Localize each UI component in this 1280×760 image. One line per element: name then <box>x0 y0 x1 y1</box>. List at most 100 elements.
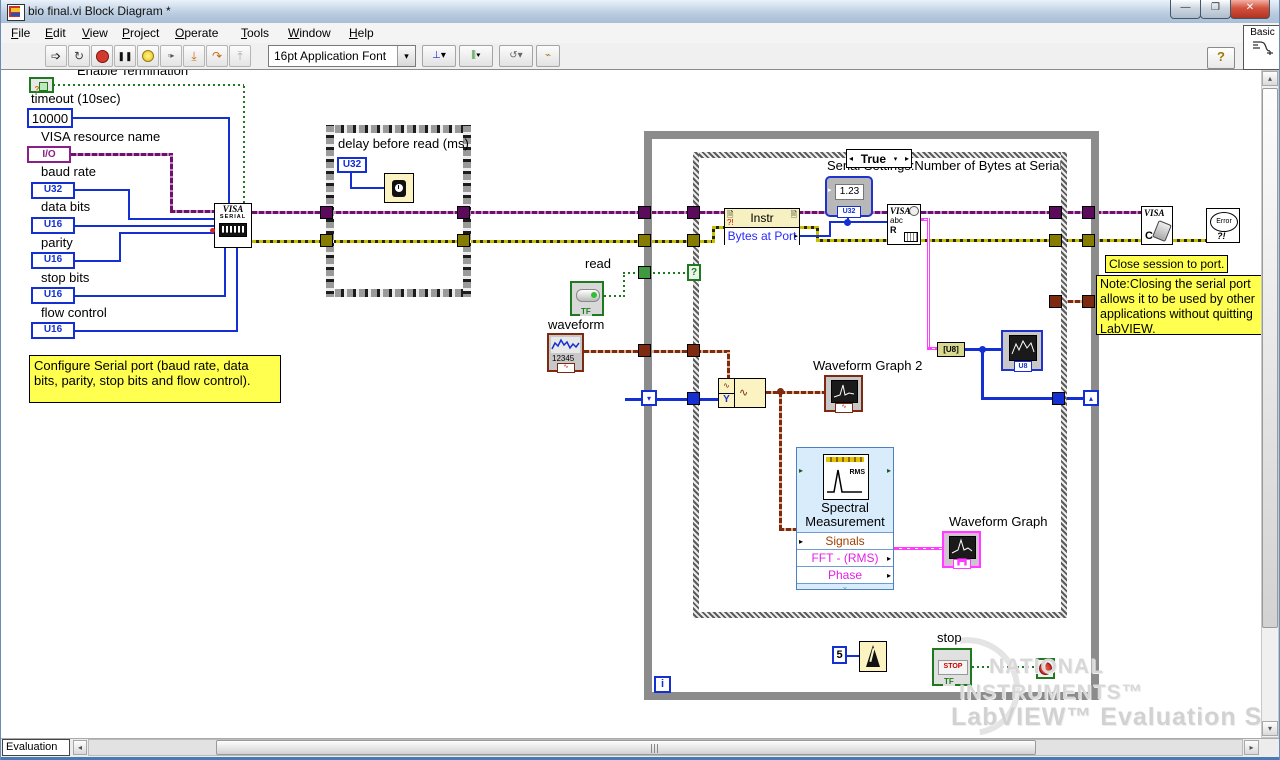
spectral-row-phase[interactable]: Phase▸ <box>797 566 893 584</box>
wire-error1 <box>252 240 713 243</box>
distribute-objects-button[interactable]: ⫼▾ <box>459 45 493 67</box>
step-out-button[interactable]: ⤒ <box>229 45 251 67</box>
scroll-left-icon[interactable]: ◂ <box>73 740 87 755</box>
card-icon <box>1152 220 1172 242</box>
wait-multiple-constant[interactable]: 5 <box>832 646 847 664</box>
tf-label: TF <box>580 307 592 316</box>
scroll-right-icon[interactable]: ▸ <box>1244 740 1259 755</box>
enable-termination-terminal[interactable]: ? <box>29 77 54 94</box>
window-bottom-edge <box>1 757 1279 760</box>
horizontal-scroll-thumb[interactable] <box>216 740 1036 755</box>
spectral-measurement-node[interactable]: RMS ▸ ▸ Spectral Measurement ▸Signals FF… <box>796 447 894 592</box>
menu-project[interactable]: Project <box>122 26 160 40</box>
tf-label: TF <box>943 677 955 686</box>
shift-register-left[interactable]: ▾ <box>641 390 657 406</box>
visa-close-node[interactable]: VISA C <box>1141 206 1173 245</box>
tunnel-waveform <box>1082 295 1095 308</box>
wire-to-spectral <box>779 528 796 531</box>
baud-rate-terminal[interactable]: U32 <box>31 182 75 199</box>
align-objects-button[interactable]: ⊥▾ <box>422 45 456 67</box>
waveform-graph2-terminal[interactable]: ∿ <box>824 375 863 413</box>
build-waveform-node[interactable]: ∿ Y ∿ <box>718 378 766 408</box>
wire-bytearray-v <box>981 348 984 400</box>
parity-terminal[interactable]: U16 <box>31 252 75 269</box>
retain-wire-values-button[interactable]: ▫▸ <box>160 45 182 67</box>
case-prev-icon[interactable]: ◂ <box>849 154 854 163</box>
waveform-label: waveform <box>548 317 605 332</box>
wire-databits <box>75 225 214 227</box>
wire-stopbits-v <box>224 247 226 297</box>
y-input-cell: Y <box>719 394 735 407</box>
minimize-button[interactable]: — <box>1170 0 1201 19</box>
wire-delay <box>350 187 384 189</box>
evaluation-tab[interactable]: Evaluation <box>2 739 70 756</box>
scroll-down-icon[interactable]: ▾ <box>1262 721 1278 736</box>
case-selector[interactable]: ◂ True ▾ ▸ <box>846 149 912 168</box>
run-continuous-button[interactable]: ↻ <box>68 45 90 67</box>
spectral-row-signals[interactable]: ▸Signals <box>797 532 893 550</box>
menu-window[interactable]: Window <box>288 26 331 40</box>
case-next-icon[interactable]: ▸ <box>904 154 909 163</box>
ref-icon: 🗎 <box>790 210 797 219</box>
run-button[interactable]: ➩ <box>45 45 67 67</box>
step-over-button[interactable]: ↷ <box>206 45 228 67</box>
visa-read-node[interactable]: VISA abc R <box>887 204 921 245</box>
u8-graph-terminal[interactable]: U8 <box>1001 330 1043 372</box>
flow-control-terminal[interactable]: U16 <box>31 322 75 339</box>
wire-baud <box>75 189 130 191</box>
bytes-indicator-terminal[interactable]: ▸ 1.23 U32 <box>825 176 873 218</box>
waveform-chart-terminal[interactable]: 12345 ∿ <box>547 333 584 373</box>
tunnel-visa <box>638 206 651 219</box>
window-title: bio final.vi Block Diagram * <box>28 4 171 18</box>
highlight-execution-button[interactable] <box>137 45 159 67</box>
watch-icon <box>392 180 406 197</box>
loop-condition-terminal[interactable] <box>1036 658 1055 679</box>
connector-pane-icon <box>1252 41 1273 55</box>
expand-chevron-icon[interactable]: ⌄ <box>797 583 893 592</box>
shift-register-right[interactable]: ▴ <box>1083 390 1099 406</box>
waveform-graph-terminal[interactable]: ▛▜ <box>942 531 981 569</box>
string-to-byte-array-node[interactable]: [U8] <box>937 342 965 357</box>
spectral-row-fft[interactable]: FFT - (RMS)▸ <box>797 549 893 567</box>
context-help-button[interactable]: ? <box>1207 47 1235 69</box>
tunnel-error <box>1082 234 1095 247</box>
wire-parity-v <box>119 232 121 262</box>
wait-ms-node[interactable] <box>384 173 414 203</box>
close-button[interactable]: ✕ <box>1230 0 1270 19</box>
cleanup-diagram-button[interactable]: ⌁ <box>536 45 560 67</box>
error-out-node[interactable]: Error ?! <box>1206 208 1240 243</box>
chevron-down-icon[interactable]: ▾ <box>397 46 415 66</box>
menu-tools[interactable]: Tools <box>241 26 270 40</box>
menu-help[interactable]: Help <box>349 26 374 40</box>
reorder-button[interactable]: ↺▾ <box>499 45 533 67</box>
sequence-border-bottom <box>326 289 471 297</box>
menu-view[interactable]: View <box>82 26 108 40</box>
delay-u32-terminal[interactable]: U32 <box>337 157 367 173</box>
restore-button[interactable]: ❐ <box>1200 0 1231 19</box>
wire-string2 <box>927 347 939 350</box>
menu-edit[interactable]: Edit <box>45 26 66 40</box>
property-node[interactable]: 🗎 ?! Instr 🗎 Bytes at Port ▸ <box>724 208 800 245</box>
font-selector[interactable]: 16pt Application Font ▾ <box>268 45 416 67</box>
menu-operate[interactable]: Operate <box>175 26 219 40</box>
abort-button[interactable] <box>91 45 113 67</box>
case-dropdown-icon[interactable]: ▾ <box>893 155 898 163</box>
timeout-constant[interactable]: 10000 <box>27 108 73 128</box>
mini-chart-icon <box>551 337 580 353</box>
read-terminal[interactable]: TF <box>570 281 604 316</box>
stop-bits-terminal[interactable]: U16 <box>31 287 75 304</box>
wait-multiple-node[interactable] <box>859 641 887 672</box>
tunnel-array <box>1052 392 1065 405</box>
stop-button-terminal[interactable]: STOP TF <box>932 648 972 686</box>
visa-configure-serial-node[interactable]: VISA SERIAL <box>214 203 252 248</box>
scroll-up-icon[interactable]: ▴ <box>1262 71 1278 86</box>
pause-button[interactable]: ❚❚ <box>114 45 136 67</box>
menu-file[interactable]: File <box>11 26 31 40</box>
connector-pane-panel[interactable]: Basic <box>1243 25 1279 70</box>
visa-resource-terminal[interactable]: I/O <box>27 146 71 163</box>
iteration-terminal[interactable]: i <box>654 676 671 693</box>
palette-label: Basic <box>1250 27 1275 38</box>
vertical-scroll-thumb[interactable] <box>1262 88 1278 628</box>
data-bits-terminal[interactable]: U16 <box>31 217 75 234</box>
step-into-button[interactable]: ⤓ <box>183 45 205 67</box>
